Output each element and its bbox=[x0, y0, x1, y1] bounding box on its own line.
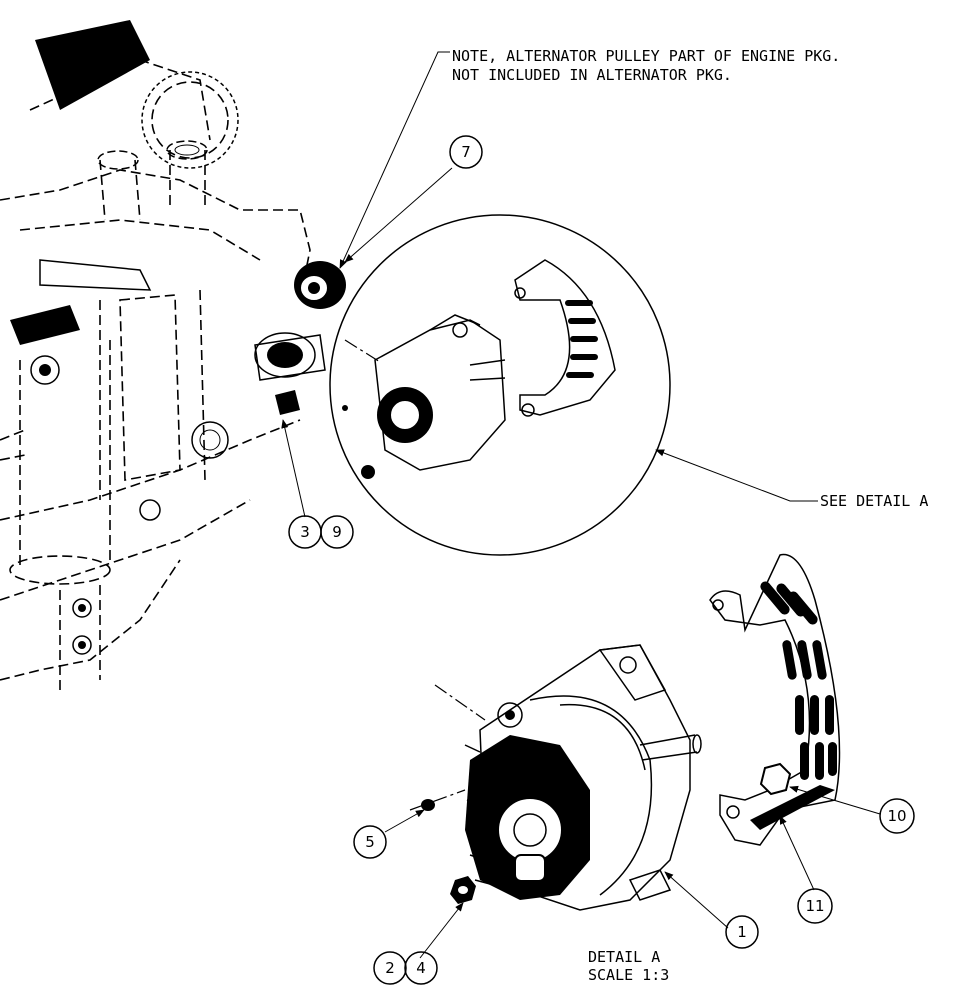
washer-part bbox=[421, 799, 435, 811]
detail-caption-scale: SCALE 1:3 bbox=[588, 966, 669, 984]
callout-2-label: 2 bbox=[385, 959, 395, 977]
detail-shield bbox=[709, 553, 841, 846]
mounted-alternator bbox=[254, 332, 326, 415]
detail-circle-shield bbox=[514, 259, 616, 417]
nut-part bbox=[450, 876, 476, 904]
detail-alternator bbox=[409, 644, 702, 911]
callout-3-label: 3 bbox=[300, 523, 310, 541]
callout-3: 3 bbox=[288, 515, 322, 549]
note-line-2: NOT INCLUDED IN ALTERNATOR PKG. bbox=[452, 66, 732, 84]
callout-7: 7 bbox=[449, 135, 483, 169]
detail-caption: DETAIL A SCALE 1:3 bbox=[588, 948, 669, 984]
engine-outline bbox=[0, 20, 311, 690]
alternator-pulley bbox=[294, 261, 346, 309]
note-text: NOTE, ALTERNATOR PULLEY PART OF ENGINE P… bbox=[452, 47, 840, 84]
callout-4: 4 bbox=[404, 951, 438, 985]
callout-1: 1 bbox=[725, 915, 759, 949]
callout-10-label: 10 bbox=[887, 807, 906, 825]
detail-circle bbox=[329, 214, 671, 556]
callout-9-label: 9 bbox=[332, 523, 342, 541]
callout-2: 2 bbox=[373, 951, 407, 985]
callout-9: 9 bbox=[320, 515, 354, 549]
shield-slots bbox=[760, 581, 837, 780]
detail-caption-title: DETAIL A bbox=[588, 948, 660, 966]
callout-5: 5 bbox=[353, 825, 387, 859]
see-detail-label: SEE DETAIL A bbox=[820, 492, 928, 510]
callout-1-label: 1 bbox=[737, 923, 747, 941]
leader-lines bbox=[281, 51, 881, 959]
callout-7-label: 7 bbox=[461, 143, 471, 161]
callout-11-label: 11 bbox=[805, 897, 824, 915]
note-line-1: NOTE, ALTERNATOR PULLEY PART OF ENGINE P… bbox=[452, 47, 840, 65]
callout-10: 10 bbox=[879, 798, 915, 834]
callout-4-label: 4 bbox=[416, 959, 426, 977]
timing-gear bbox=[141, 71, 239, 169]
callout-11: 11 bbox=[797, 888, 833, 924]
detail-circle-alternator bbox=[342, 314, 506, 479]
callout-5-label: 5 bbox=[365, 833, 375, 851]
